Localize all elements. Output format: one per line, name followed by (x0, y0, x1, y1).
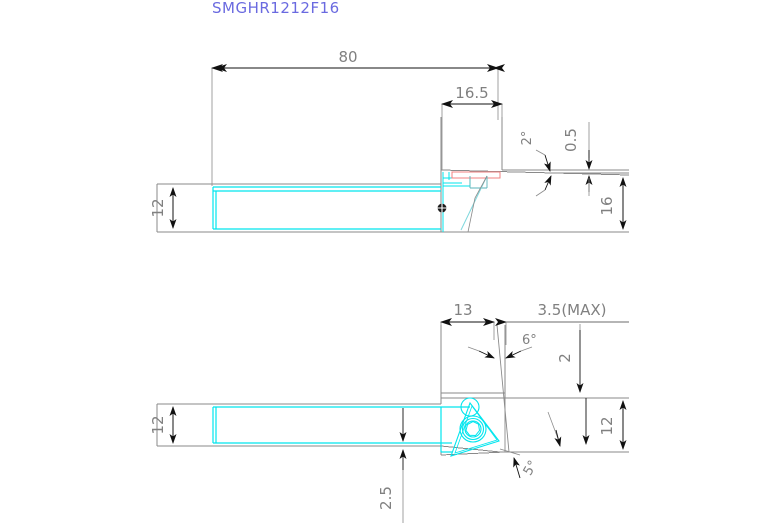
insert-screw-icon (459, 415, 487, 443)
dim-end-clearance-angle: 5° (513, 411, 562, 478)
dim-lead-offset: 0.5 (562, 122, 593, 196)
dim-label-rake-angle: 6° (522, 333, 537, 348)
dim-label-lead-offset: 0.5 (562, 128, 580, 152)
top-view-edge-lines (496, 324, 521, 456)
side-view-body (212, 186, 441, 230)
dim-label-head-height: 16 (598, 196, 616, 215)
side-view-group: 80 16.5 12 16 (149, 48, 630, 233)
dim-label-overall-length: 80 (338, 48, 357, 66)
side-view-outline (156, 117, 630, 233)
dim-max-overhang: 3.5(MAX) (495, 301, 629, 345)
dim-label-cut-depth: 2 (556, 353, 574, 363)
dim-head-width: 12 (598, 400, 627, 450)
dim-side-clearance-angle: 2° (520, 131, 552, 197)
dim-head-height: 16 (598, 177, 627, 230)
dim-rake-angle: 6° (467, 333, 537, 359)
dim-offset-bottom: 2.5 (377, 408, 441, 523)
dim-label-shank-height-side: 12 (149, 198, 167, 217)
side-view-head-detail (437, 171, 501, 233)
dim-cut-depth: 2 (556, 324, 584, 393)
top-view-outline (156, 325, 629, 456)
part-number-title: SMGHR1212F16 (212, 0, 340, 17)
dim-label-head-length: 16.5 (455, 84, 488, 102)
dim-shank-width-top: 12 (149, 406, 177, 444)
dim-label-end-clearance-angle: 5° (521, 458, 541, 478)
dim-label-shank-width-top: 12 (149, 415, 167, 434)
top-view-body (212, 406, 470, 453)
dim-label-insert-length: 13 (453, 301, 472, 319)
dim-label-offset-bottom: 2.5 (377, 486, 395, 510)
dim-label-side-clearance-angle: 2° (520, 131, 535, 146)
top-view-insert (450, 397, 500, 457)
dim-shank-height-side: 12 (149, 187, 177, 229)
side-view-screw-icon (437, 203, 447, 213)
dim-insert-length: 13 (440, 301, 495, 398)
top-view-group: 13 3.5(MAX) 6° 2 (149, 301, 629, 523)
dim-label-head-width: 12 (598, 416, 616, 435)
dim-overall-length: 80 (211, 48, 505, 186)
dim-label-max-overhang: 3.5(MAX) (537, 301, 606, 319)
dim-head-length: 16.5 (441, 84, 503, 170)
